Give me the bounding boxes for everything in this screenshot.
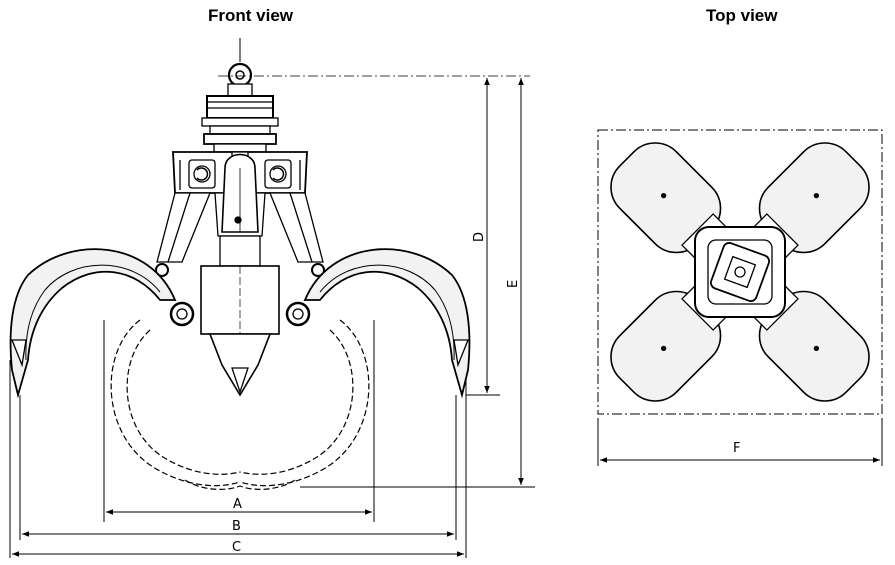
front-view-drawing — [9, 38, 535, 558]
lifting-eye — [218, 38, 530, 97]
dimension-label-c: C — [232, 540, 241, 555]
top-view-title: Top view — [706, 6, 778, 25]
central-column — [200, 153, 280, 397]
front-view-title: Front view — [208, 6, 294, 25]
dimension-label-a: A — [233, 497, 242, 512]
dimension-label-b: B — [232, 519, 241, 534]
left-open-tine — [9, 248, 177, 399]
right-open-tine — [303, 248, 471, 399]
dimension-label-e: E — [506, 280, 521, 288]
pivot-pins — [155, 216, 325, 327]
dimension-label-d: D — [472, 232, 487, 242]
rotator — [201, 95, 279, 153]
top-view-dimension — [597, 418, 883, 466]
closed-tines-dashed — [110, 319, 370, 490]
dimension-label-f: F — [733, 441, 740, 456]
hydraulic-cylinders — [156, 192, 324, 263]
front-dimensions — [9, 78, 535, 558]
top-view-drawing — [597, 129, 883, 466]
top-view-hub — [694, 226, 786, 318]
